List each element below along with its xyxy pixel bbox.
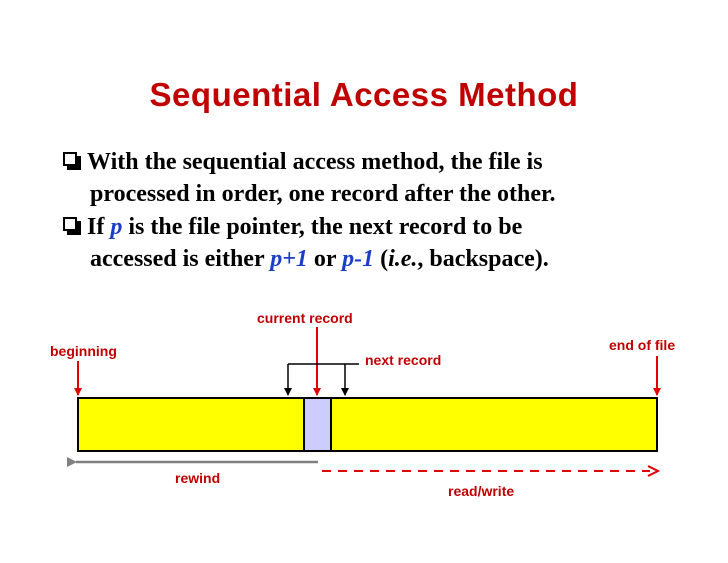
- p-plus-1: p+1: [270, 246, 308, 272]
- rewind-label: rewind: [175, 470, 221, 486]
- bullet-2-line-2: accessed is either p+1 or p-1 (i.e., bac…: [63, 243, 663, 275]
- read-write-arrowhead: [647, 465, 661, 477]
- beginning-label: beginning: [50, 343, 117, 359]
- bullet-2-end-text: , backspace).: [417, 246, 549, 272]
- bullet-sequential-method: With the sequential access method, the f…: [63, 146, 663, 210]
- slide-title: Sequential Access Method: [149, 76, 579, 113]
- checkbox-bullet-icon: [63, 152, 81, 170]
- current-record-block: [303, 397, 332, 452]
- bullet-1-line-2: processed in order, one record after the…: [90, 181, 556, 207]
- bullet-2-or-text: or: [307, 246, 343, 272]
- current-record-label: current record: [257, 310, 353, 326]
- bullet-2-text-a: If: [87, 214, 111, 240]
- bullet-2-open-paren: (: [374, 246, 389, 272]
- next-record-label: next record: [365, 352, 442, 368]
- ie-text: i.e.: [388, 246, 418, 272]
- bullet-file-pointer: If p is the file pointer, the next recor…: [63, 211, 663, 275]
- bullet-1-line-1: With the sequential access method, the f…: [87, 149, 543, 175]
- read-write-label: read/write: [448, 483, 515, 499]
- pointer-variable: p: [110, 214, 123, 240]
- next-record-bracket: [284, 363, 359, 396]
- p-minus-1: p-1: [342, 246, 375, 272]
- bullet-2-text-b: is the file pointer, the next record to …: [122, 214, 523, 240]
- file-tape: [77, 397, 658, 452]
- bullet-2-line-2-text-a: accessed is either: [90, 246, 271, 272]
- checkbox-bullet-icon: [63, 217, 81, 235]
- end-of-file-label: end of file: [609, 337, 676, 353]
